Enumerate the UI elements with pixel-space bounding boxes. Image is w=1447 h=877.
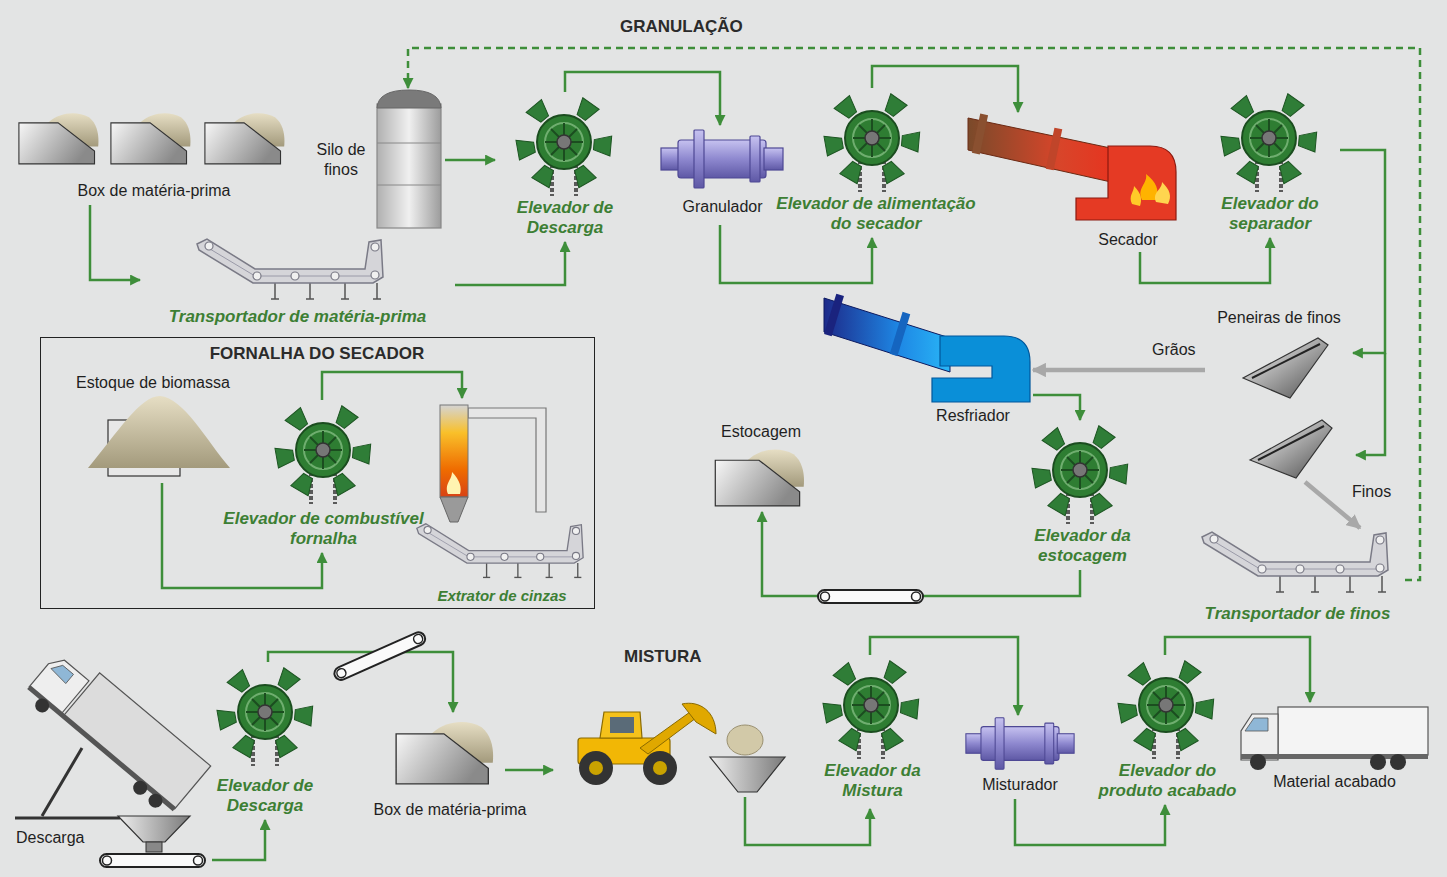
section-heading: GRANULAÇÃO [620, 17, 743, 37]
equipment-label: Granulador [655, 197, 790, 217]
equipment-node: Misturador [955, 715, 1085, 799]
product-arrow [1033, 368, 1205, 373]
flow-arrow [455, 242, 565, 285]
finished-truck [1241, 707, 1428, 770]
inclined-conveyors [197, 239, 1388, 592]
bucket-elevators [217, 94, 1317, 766]
equipment-label: Extrator de cinzas [413, 587, 591, 605]
equipment-label: Box de matéria-prima [360, 800, 540, 820]
equipment-label: Material acabado [1237, 772, 1432, 792]
flow-arrow [720, 225, 872, 283]
mix-hopper [710, 757, 785, 792]
equipment-node: Estoque de biomassa [71, 371, 246, 483]
dryer-drawing [968, 114, 1176, 220]
equipment-node: Elevador do produto acabado [1085, 655, 1250, 805]
equipment-node: Elevador do separador [1200, 88, 1340, 238]
equipment-node: Elevador da Mistura [800, 655, 945, 805]
equipment-label: Descarga [16, 828, 106, 848]
equipment-node: Elevador da estocagem [1010, 420, 1155, 570]
equipment-label: Elevador do produto acabado [1085, 761, 1250, 801]
edge-label: Finos [1350, 482, 1393, 502]
equipment-node: Material acabado [1237, 702, 1432, 794]
flow-arrow [872, 66, 1018, 112]
flow-arrow [870, 637, 1018, 715]
equipment-label: Resfriador [928, 406, 1018, 426]
flow-arrows-to-equipment [322, 353, 1385, 845]
equipment-label: Elevador da estocagem [1010, 526, 1155, 566]
storage-pile [715, 450, 804, 506]
equipment-node: Transportador de matéria-prima [140, 235, 455, 331]
flow-arrow [565, 72, 720, 125]
biomass-pile [88, 396, 230, 476]
equipment-label: Transportador de finos [1190, 604, 1405, 624]
raw-material-piles [19, 113, 285, 164]
equipment-node: Silo de finos [310, 88, 445, 230]
equipment-label: Silo de finos [310, 140, 372, 180]
equipment-label: Estoque de biomassa [76, 373, 246, 393]
drum-machines [661, 130, 1074, 769]
flow-arrow [445, 159, 495, 162]
equipment-node: Transportador de finos [1190, 528, 1405, 628]
equipment-node: Box de matéria-prima [15, 105, 293, 205]
flow-arrow [762, 512, 1080, 596]
equipment-node: Secador [962, 112, 1178, 252]
cooler-drawing [824, 294, 1030, 402]
fines-silo [377, 90, 441, 228]
edge-label: Grãos [1150, 340, 1198, 360]
dump-truck [15, 644, 211, 819]
flow-arrow [1033, 395, 1080, 420]
equipment-label: Elevador de Descarga [495, 198, 635, 238]
equipment-label: Secador [1093, 230, 1163, 250]
equipment-label: Elevador da Mistura [800, 761, 945, 801]
equipment-node: Elevador de Descarga [495, 92, 635, 242]
equipment-label: Elevador de combustível fornalha [221, 509, 426, 549]
inclined-belt [332, 630, 427, 682]
recycle-arrow [408, 48, 1420, 580]
equipment-node: Elevador de Descarga [195, 662, 335, 820]
equipment-node: Resfriador [818, 296, 1033, 428]
equipment-node: Estocagem [708, 422, 814, 512]
flat-belt [818, 590, 923, 603]
equipment-node: Elevador de alimentação do secador [770, 88, 982, 238]
equipment-node: Granulador [655, 125, 790, 225]
equipment-label: Elevador do separador [1200, 194, 1340, 234]
flow-arrow [212, 820, 265, 860]
equipment-label: Transportador de matéria-prima [140, 307, 455, 327]
flow-arrow [1140, 238, 1270, 283]
flow-arrow [1015, 799, 1165, 845]
equipment-node: Box de matéria-prima [360, 712, 540, 822]
equipment-node: Elevador de combustível fornalha [221, 401, 426, 553]
bottom-raw-material-pile [396, 722, 493, 784]
fines-sieves [1243, 338, 1332, 478]
equipment-node: Extrator de cinzas [413, 521, 591, 607]
furnace-drawing [440, 405, 546, 522]
equipment-node: Peneiras de finos [1205, 306, 1353, 482]
equipment-label: Peneiras de finos [1205, 308, 1353, 328]
section-heading: MISTURA [624, 647, 701, 667]
furnace-panel: FORNALHA DO SECADOR Estoque de biomassaEl… [40, 337, 595, 609]
flow-arrow [1165, 637, 1310, 702]
equipment-node: Descarga [12, 650, 212, 872]
equipment-label: Misturador [955, 775, 1085, 795]
equipment-label: Estocagem [708, 422, 814, 442]
flow-arrow [90, 205, 140, 280]
equipment-label: Box de matéria-prima [15, 181, 293, 201]
panel-heading: FORNALHA DO SECADOR [41, 344, 593, 364]
equipment-label: Elevador de Descarga [195, 776, 335, 816]
equipment-label: Elevador de alimentação do secador [770, 194, 982, 234]
flow-arrow [1340, 150, 1385, 353]
unload-hopper [100, 816, 205, 867]
